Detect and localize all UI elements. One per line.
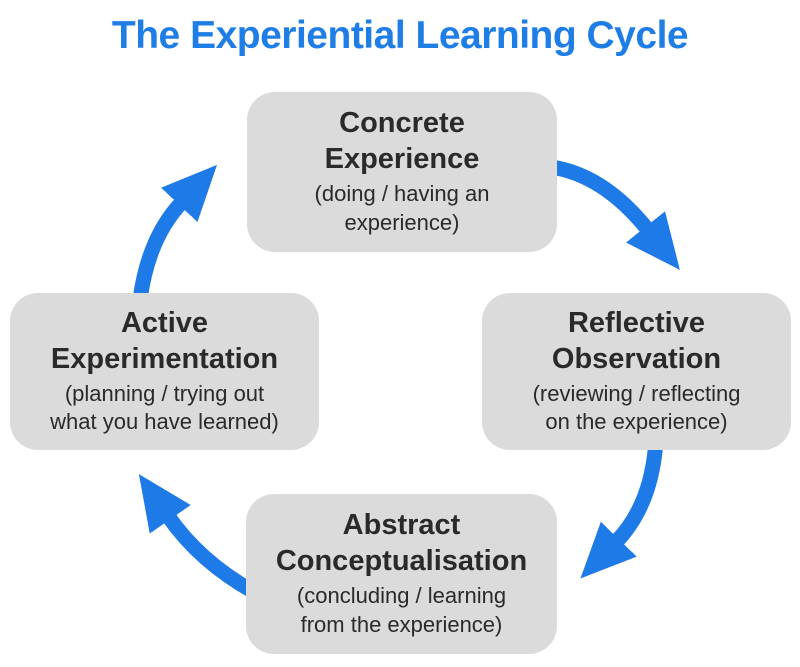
subtitle-line: (concluding / learning <box>296 583 507 609</box>
title-line: Concrete <box>339 107 465 140</box>
node-abstract-conceptualisation: Abstract Conceptualisation (concluding /… <box>246 494 557 654</box>
node-concrete-experience-subtitle: (doing / having an experience) <box>315 180 490 237</box>
arrow-abstract-to-active-icon <box>138 474 258 599</box>
node-abstract-conceptualisation-title: Abstract Conceptualisation <box>276 508 527 580</box>
node-active-experimentation: Active Experimentation (planning / tryin… <box>10 293 319 450</box>
title-line: Active <box>120 306 209 339</box>
subtitle-line: (doing / having an <box>314 181 490 207</box>
subtitle-line: on the experience) <box>545 409 728 435</box>
node-concrete-experience: Concrete Experience (doing / having an e… <box>247 92 557 252</box>
subtitle-line: what you have learned) <box>50 409 279 435</box>
subtitle-line: (reviewing / reflecting <box>532 380 741 406</box>
title-line: Observation <box>551 342 722 375</box>
title-line: Experimentation <box>50 342 279 375</box>
arrow-concrete-to-reflective-icon <box>541 158 680 270</box>
subtitle-line: experience) <box>344 209 460 235</box>
arrow-active-to-concrete-icon <box>132 164 218 301</box>
subtitle-line: from the experience) <box>300 611 503 637</box>
title-line: Abstract <box>342 509 461 542</box>
title-line: Conceptualisation <box>275 545 528 578</box>
node-reflective-observation-subtitle: (reviewing / reflecting on the experienc… <box>533 380 741 437</box>
node-reflective-observation-title: Reflective Observation <box>552 306 721 378</box>
node-active-experimentation-title: Active Experimentation <box>51 306 278 378</box>
subtitle-line: (planning / trying out <box>64 380 265 406</box>
title-line: Experience <box>324 143 480 176</box>
page-title: The Experiential Learning Cycle <box>111 14 689 57</box>
node-reflective-observation: Reflective Observation (reviewing / refl… <box>482 293 791 450</box>
node-concrete-experience-title: Concrete Experience <box>325 106 480 178</box>
arrow-reflective-to-abstract-icon <box>580 439 664 579</box>
title-line: Reflective <box>567 306 705 339</box>
node-active-experimentation-subtitle: (planning / trying out what you have lea… <box>50 380 279 437</box>
node-abstract-conceptualisation-subtitle: (concluding / learning from the experien… <box>297 582 506 639</box>
